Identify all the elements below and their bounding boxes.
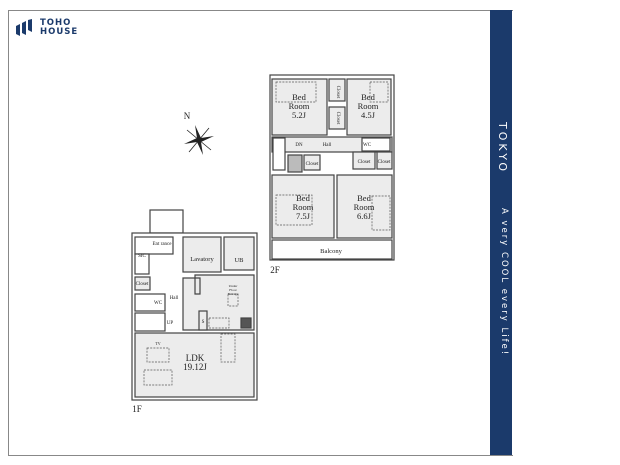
logo-line1: TOHO [40,18,72,28]
bed-label: Bed [361,92,375,102]
closet-label: Closet [378,160,391,165]
room-size: 6.6J [357,211,372,221]
entrance-label: Ent rance [152,242,172,247]
toho-house-logo: TOHO HOUSE [14,18,78,38]
bedroom-5-2 [271,78,328,136]
closet-label: Closet [335,112,340,125]
unit-bath [223,236,255,271]
room-size: 7.5J [296,211,311,221]
floor-2f-label: 2F [270,265,280,275]
bed-label: Bed [296,193,310,203]
wc-label: WC [363,143,372,148]
bedroom-6-6 [336,174,393,239]
bedroom-4-5 [346,78,392,136]
room-label: Room [354,202,375,212]
hall-label: Hall [170,296,179,301]
lavatory [182,236,222,273]
room-label: Room [289,101,310,111]
ub-label: UB [234,257,244,264]
compass-north-label: N [184,111,191,121]
ldk-label: LDK [186,353,205,363]
floor-1f-plan [131,209,258,401]
dn-label: DN [295,143,303,148]
bed-label: Bed [292,92,306,102]
page-frame [8,10,513,456]
closet-label: Closet [306,162,319,167]
room-size: 4.5J [361,110,376,120]
room-label: Room [358,101,379,111]
entrance [134,236,174,255]
sic-label: SIC [138,254,146,259]
floor-2f-plan [269,74,395,261]
storage-label: Under [229,284,239,288]
balcony-label: Balcony [320,248,342,255]
floor-1f-label: 1F [132,404,142,414]
closet-label: Closet [358,160,371,165]
compass-icon [184,125,214,155]
logo-mark-icon [16,19,32,36]
ldk [134,332,255,398]
storage-label: Floor [229,288,237,292]
room-size: 5.2J [292,110,307,120]
side-band [490,10,512,455]
tv-label: TV [155,341,160,346]
closet-label: Closet [136,282,149,287]
balcony [271,239,393,260]
up-label: UP [167,321,174,326]
room-label: Room [293,202,314,212]
bedroom-7-5 [271,174,335,239]
storage-label: Storage [228,292,239,296]
bed-label: Bed [357,193,371,203]
lavatory-label: Lavatory [190,256,214,263]
hall-label: Hall [323,143,332,148]
logo-line2: HOUSE [40,27,79,37]
closet-label: Closet [335,86,340,99]
wc-label: WC [154,301,163,306]
shelf-label: S [202,320,205,325]
ldk-size: 19.12J [183,362,207,372]
